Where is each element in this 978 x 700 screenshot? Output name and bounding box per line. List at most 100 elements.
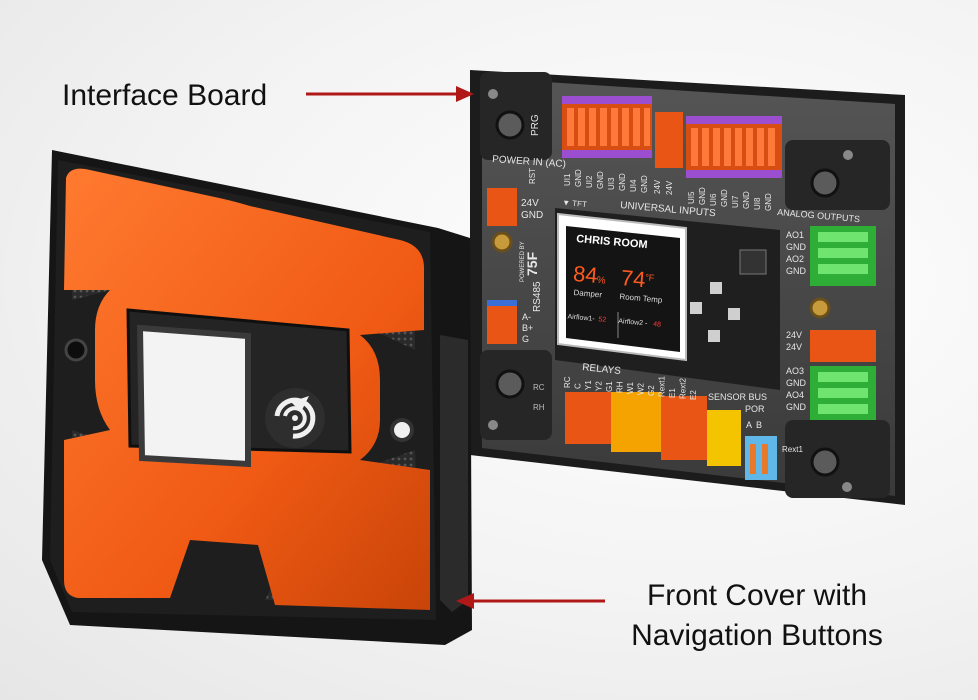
mount-hole-icon bbox=[495, 369, 525, 399]
power-in-label: POWER IN (AC) bbox=[492, 154, 566, 170]
front-cover-label: Front Cover with Navigation Buttons bbox=[612, 576, 902, 656]
analog-output-terminals bbox=[810, 226, 876, 420]
lcd-panel bbox=[566, 226, 680, 352]
power-gnd-label: GND bbox=[521, 210, 543, 221]
temp-value: 74 bbox=[620, 265, 647, 292]
rs485-pin-label: B+ bbox=[522, 323, 533, 333]
damper-value: 84 bbox=[572, 261, 599, 288]
rs485-terminal bbox=[487, 300, 517, 344]
callout-arrow-board bbox=[306, 86, 474, 102]
ui-pin-label: UI8 bbox=[753, 197, 762, 210]
relay-pin-label: G2 bbox=[647, 385, 656, 396]
front-cover-label-line2: Navigation Buttons bbox=[631, 619, 883, 652]
ui-pin-label: GND bbox=[640, 175, 649, 193]
airflow2-label: Airflow2 - bbox=[618, 318, 648, 328]
relay-pin-label: C bbox=[574, 383, 583, 389]
nav-button-down bbox=[708, 330, 720, 342]
por-pin-label: A bbox=[746, 420, 752, 430]
screw-icon bbox=[488, 89, 498, 99]
front-cover-label-line1: Front Cover with bbox=[646, 579, 868, 612]
ui-pin-label: GND bbox=[574, 169, 583, 187]
prg-label: PRG bbox=[530, 114, 541, 136]
screw-icon bbox=[488, 420, 498, 430]
nav-button-up bbox=[710, 282, 722, 294]
powered-by-label: POWERED BY bbox=[520, 241, 526, 282]
relay-pin-label: W2 bbox=[637, 382, 646, 395]
ui-pin-label: GND bbox=[742, 191, 751, 209]
ui-pin-label: UI3 bbox=[607, 177, 616, 190]
ao-pin-label: 24V bbox=[786, 330, 802, 340]
cover-hole-icon bbox=[64, 338, 88, 362]
arrowhead-left-icon bbox=[456, 593, 474, 609]
ui-pin-label: UI6 bbox=[709, 193, 718, 206]
relay-pin-label: Rext1 bbox=[658, 376, 667, 397]
ui-pin-label: 24V bbox=[653, 179, 662, 194]
mount-hole-icon bbox=[810, 447, 840, 477]
ao-pin-label: AO4 bbox=[786, 390, 804, 400]
relay-terminals bbox=[565, 392, 777, 480]
callout-arrow-cover bbox=[456, 593, 605, 609]
ui-pin-label: UI1 bbox=[563, 173, 572, 186]
por-pin-label: B bbox=[756, 420, 762, 430]
interface-board: PRG POWER IN (AC) RST 24V GND ▼ TFT UNIV… bbox=[470, 70, 905, 505]
screw-icon bbox=[843, 150, 853, 160]
damper-unit: % bbox=[596, 275, 606, 287]
mount-hole-icon bbox=[810, 168, 840, 198]
airflow1-label: Airflow1- bbox=[567, 314, 595, 323]
rs485-pin-label: A- bbox=[522, 312, 531, 322]
ui-pin-label: UI7 bbox=[731, 195, 740, 208]
standoff-icon bbox=[809, 297, 831, 319]
corner-block-tr bbox=[785, 140, 890, 210]
temp-unit: °F bbox=[645, 272, 655, 283]
nav-button-right bbox=[728, 308, 740, 320]
por-label: POR bbox=[745, 404, 765, 414]
airflow2-value: 48 bbox=[653, 321, 661, 329]
rs485-label: RS485 bbox=[532, 281, 543, 312]
screw-icon bbox=[842, 482, 852, 492]
rs485-pin-label: G bbox=[522, 334, 529, 344]
display-window bbox=[136, 324, 251, 468]
sensor-bus-label: SENSOR BUS bbox=[708, 392, 767, 402]
ao-pin-label: GND bbox=[786, 266, 807, 276]
ao-pin-label: AO3 bbox=[786, 366, 804, 376]
relays-label: RELAYS bbox=[582, 362, 622, 377]
rh-side-label: RH bbox=[533, 403, 545, 412]
standoff-icon bbox=[491, 231, 513, 253]
relay-pin-label: Y2 bbox=[595, 381, 604, 391]
ui-pin-label: GND bbox=[764, 193, 773, 211]
airflow1-value: 52 bbox=[598, 316, 606, 324]
interface-board-label: Interface Board bbox=[62, 79, 268, 112]
power-terminal bbox=[487, 188, 517, 226]
relay-pin-label: RC bbox=[563, 376, 572, 388]
temp-label: Room Temp bbox=[619, 292, 663, 305]
relay-pin-label: Y1 bbox=[584, 380, 593, 390]
ui-pin-label: GND bbox=[618, 173, 627, 191]
damper-label: Damper bbox=[573, 288, 602, 299]
ui-pin-label: 24V bbox=[665, 180, 674, 195]
relay-pin-label: Rext2 bbox=[679, 378, 688, 399]
navigation-button-logo-icon bbox=[265, 388, 325, 448]
ao-pin-label: GND bbox=[786, 378, 807, 388]
ao-pin-label: AO1 bbox=[786, 230, 804, 240]
ui-pin-label: UI5 bbox=[687, 191, 696, 204]
rext1-side-label: Rext1 bbox=[782, 445, 803, 454]
relay-pin-label: G1 bbox=[605, 381, 614, 392]
rc-side-label: RC bbox=[533, 383, 545, 392]
relay-pin-label: E1 bbox=[668, 388, 677, 398]
cover-hole-icon bbox=[390, 418, 414, 442]
ui-pin-label: UI2 bbox=[585, 175, 594, 188]
rst-label: RST bbox=[528, 168, 537, 184]
power-24v-label: 24V bbox=[521, 198, 539, 209]
front-cover bbox=[42, 150, 472, 645]
ui-pin-label: UI4 bbox=[629, 179, 638, 192]
arrowhead-right-icon bbox=[456, 86, 474, 102]
relay-pin-label: E2 bbox=[689, 390, 698, 400]
ao-pin-label: AO2 bbox=[786, 254, 804, 264]
relay-pin-label: W1 bbox=[626, 381, 635, 394]
mount-hole-icon bbox=[495, 110, 525, 140]
tft-label: ▼ TFT bbox=[562, 198, 587, 209]
nav-button-left bbox=[690, 302, 702, 314]
brand-label: 75F bbox=[524, 251, 540, 276]
